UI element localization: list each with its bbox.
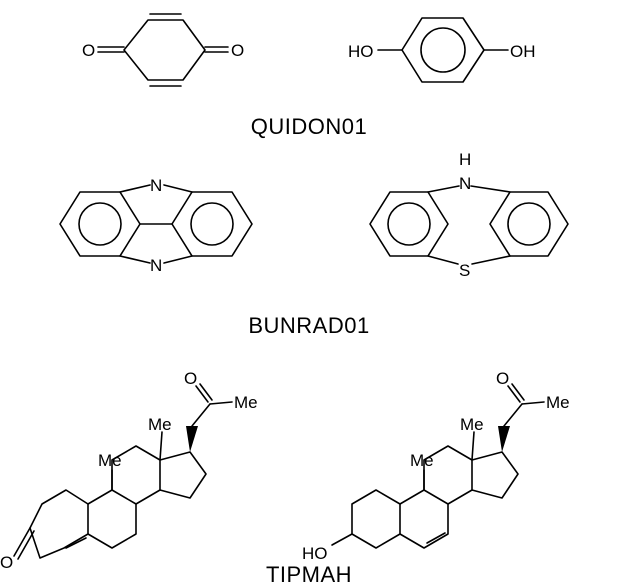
caption-quidon01: QUIDON01	[251, 114, 367, 139]
pregnenolone-molecule: HO Me Me O Me	[302, 369, 570, 563]
hydroxyl-left-label: HO	[348, 42, 374, 61]
nitrogen-top-label: N	[150, 176, 162, 195]
hydroquinone-molecule: HO OH	[348, 17, 536, 83]
phenazine-molecule: N N	[59, 176, 253, 275]
c10-methyl-label-2: Me	[410, 451, 434, 470]
acetyl-oxygen-label-2: O	[496, 369, 509, 388]
progesterone-molecule: O Me Me O Me	[0, 369, 258, 572]
acetyl-methyl-label: Me	[234, 393, 258, 412]
acetyl-methyl-label-2: Me	[546, 393, 570, 412]
caption-bunrad01: BUNRAD01	[248, 313, 369, 338]
c10-methyl-label: Me	[98, 451, 122, 470]
caption-tipmah: TIPMAH	[266, 562, 352, 586]
sulfur-label: S	[459, 261, 470, 280]
oxygen-left-label: O	[82, 41, 95, 60]
nh-nitrogen-label: N	[459, 174, 471, 193]
c13-methyl-label-2: Me	[460, 415, 484, 434]
nh-hydrogen-label: H	[459, 150, 471, 169]
nitrogen-bottom-label: N	[150, 256, 162, 275]
benzoquinone-molecule: O O	[82, 13, 244, 87]
hydroxyl-right-label: OH	[510, 42, 536, 61]
hydroxyl-label: HO	[302, 544, 328, 563]
phenothiazine-molecule: H N S	[369, 150, 569, 280]
c13-methyl-label: Me	[148, 415, 172, 434]
acetyl-oxygen-label: O	[184, 369, 197, 388]
oxygen-right-label: O	[231, 41, 244, 60]
ketone-oxygen-label: O	[0, 553, 13, 572]
